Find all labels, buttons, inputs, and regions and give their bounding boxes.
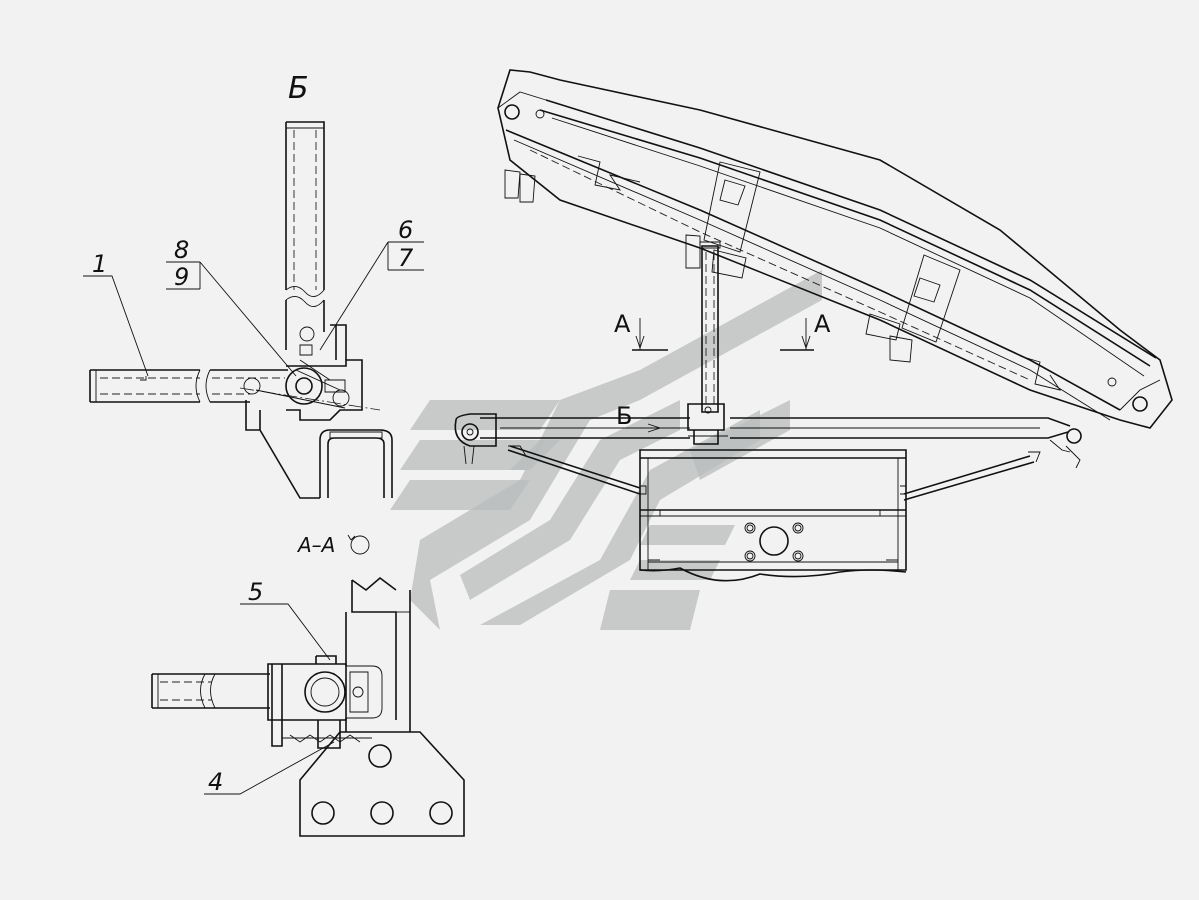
- view-b-arrow-label: Б: [616, 402, 632, 430]
- callout-7: 7: [398, 244, 414, 272]
- section-aa-title: А–А: [296, 533, 335, 557]
- callout-4: 4: [208, 768, 223, 796]
- callout-6: 6: [398, 216, 413, 244]
- main-assembly: [454, 69, 1173, 582]
- view-b-title: Б: [288, 71, 309, 106]
- view-b-assembly: [89, 121, 393, 499]
- callout-5: 5: [248, 578, 263, 606]
- section-a-right-label: А: [814, 310, 831, 338]
- section-a-left-label: А: [614, 310, 631, 338]
- section-a-a: [151, 534, 465, 837]
- callout-1: 1: [92, 250, 107, 278]
- callout-8: 8: [174, 236, 189, 264]
- callout-leaders-upper: [83, 241, 424, 377]
- callout-labels: Б 1 8 9 6 7 5 4 А А Б А–А: [92, 71, 831, 796]
- callout-9: 9: [174, 263, 189, 291]
- watermark-logo: [390, 270, 822, 630]
